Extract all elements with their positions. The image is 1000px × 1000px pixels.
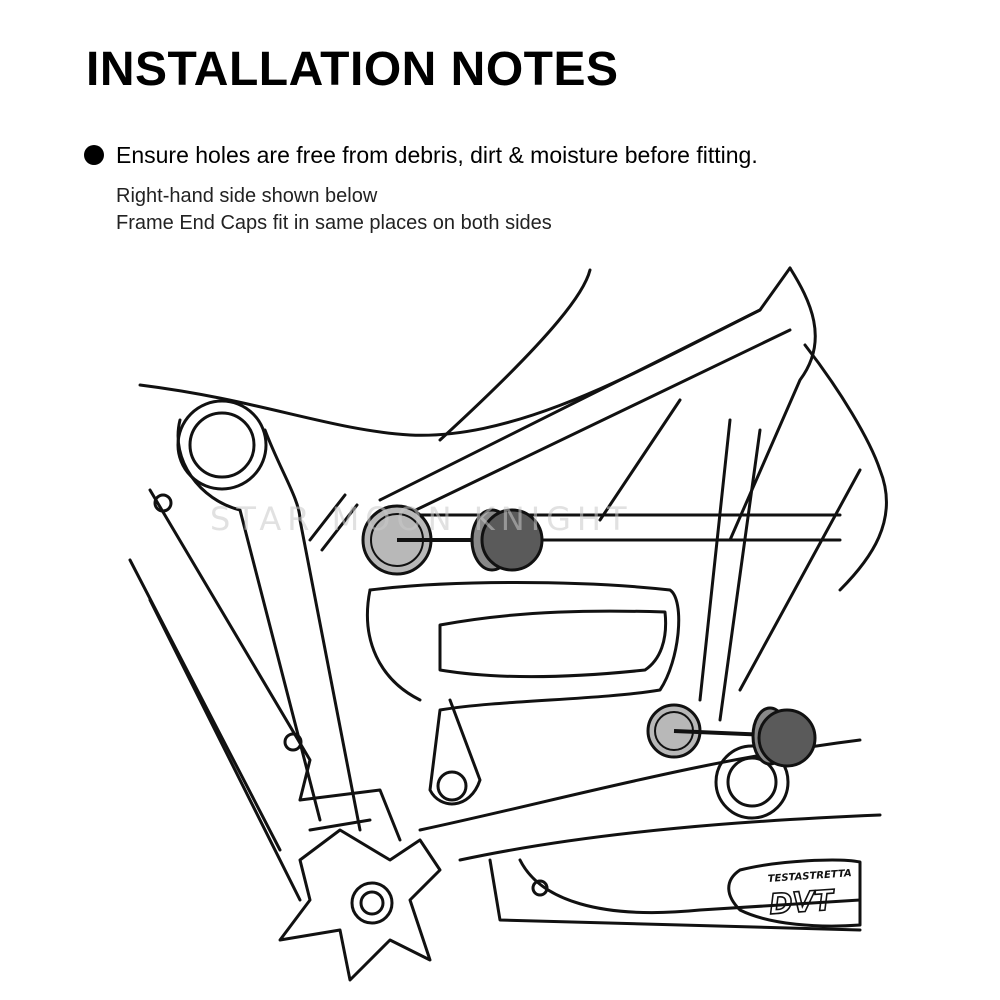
swingarm-lower bbox=[458, 813, 882, 862]
upper-end-cap-group bbox=[361, 504, 544, 576]
engine-hole bbox=[531, 879, 549, 897]
engine-plate bbox=[488, 858, 862, 932]
note-line-2: Frame End Caps fit in same places on bot… bbox=[116, 212, 552, 234]
note-line-1: Right-hand side shown below bbox=[116, 185, 378, 207]
lower-link-2 bbox=[308, 818, 372, 832]
lower-end-cap bbox=[757, 708, 817, 768]
diagonal-strap-2 bbox=[320, 503, 359, 552]
left-plate-outline-2 bbox=[263, 428, 362, 832]
frame-diagram: TESTASTRETTA DVT bbox=[128, 266, 888, 982]
small-hole-left bbox=[153, 493, 173, 513]
lower-end-cap-group bbox=[646, 703, 817, 768]
swingarm-pivot-outer bbox=[714, 744, 790, 820]
tank-outline-inner bbox=[438, 268, 592, 442]
tube-diagonal-4 bbox=[738, 468, 862, 692]
footpeg-bracket bbox=[278, 828, 442, 982]
tube-diagonal-2 bbox=[698, 418, 732, 702]
left-plate-outline bbox=[176, 418, 322, 822]
footpeg-inner bbox=[359, 890, 385, 916]
left-link-inner-2 bbox=[148, 598, 302, 902]
tube-diagonal-1 bbox=[598, 398, 682, 522]
upper-end-cap bbox=[480, 508, 544, 572]
logo-badge bbox=[727, 858, 862, 928]
logo-main-text: DVT bbox=[768, 883, 836, 921]
side-cover-lower bbox=[365, 588, 422, 702]
subframe-upper-rail bbox=[393, 328, 792, 522]
engine-cover bbox=[518, 858, 862, 914]
pivot-inner bbox=[188, 411, 256, 479]
bullet-dot-icon bbox=[84, 145, 104, 165]
diagonal-strap bbox=[308, 493, 347, 542]
tube-diagonal-3 bbox=[718, 428, 762, 722]
subframe-rear-tube bbox=[728, 266, 817, 542]
note-main-text: Ensure holes are free from debris, dirt … bbox=[116, 142, 758, 168]
cover-bolt bbox=[436, 770, 468, 802]
note-bullet: Ensure holes are free from debris, dirt … bbox=[84, 140, 758, 170]
lower-link bbox=[298, 788, 402, 842]
swingarm-pivot-inner bbox=[726, 756, 778, 808]
subframe-rear-tube-2 bbox=[803, 343, 888, 592]
page-title: INSTALLATION NOTES bbox=[86, 43, 619, 96]
logo-top-text: TESTASTRETTA bbox=[767, 868, 852, 885]
small-hole-lower bbox=[283, 732, 303, 752]
side-cover bbox=[368, 581, 681, 806]
footpeg-outer bbox=[350, 881, 394, 925]
side-cover-inner bbox=[438, 609, 668, 679]
subframe-top-rail bbox=[378, 266, 792, 502]
left-link-outer bbox=[148, 488, 312, 802]
